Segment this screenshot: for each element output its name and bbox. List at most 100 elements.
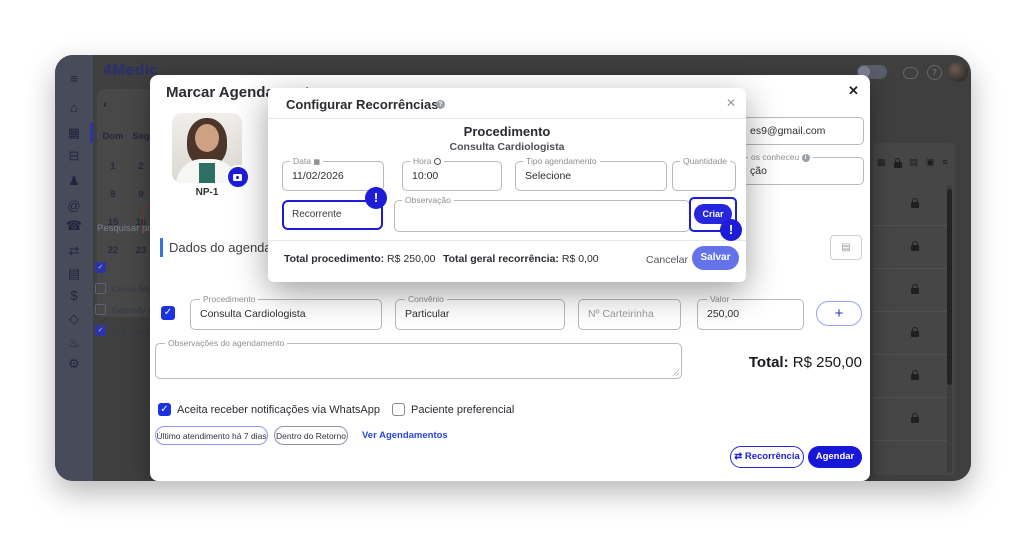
notes-textarea[interactable] [155, 343, 682, 379]
preferential-checkbox[interactable] [392, 403, 405, 416]
price-label: Valor [707, 294, 733, 304]
price-field[interactable]: 250,00 [697, 299, 804, 330]
package-icon[interactable]: ◇ [69, 311, 79, 326]
procedure-checkbox[interactable]: ✓ [161, 306, 175, 320]
calendar-day[interactable]: 22 [107, 245, 119, 256]
schedule-button[interactable]: Agendar [808, 446, 862, 468]
time-field[interactable]: 10:00 [402, 161, 502, 191]
weekday-label: Dom [102, 131, 124, 142]
card-number-field[interactable]: Nº Carteirinha [578, 299, 681, 330]
note-label: Observação [402, 195, 454, 205]
list-icon[interactable]: ≡ [942, 157, 948, 167]
calendar-day[interactable]: 23 [135, 245, 147, 256]
shuffle-icon[interactable]: ⇄ [68, 243, 80, 258]
total-amount: Total: R$ 250,00 [748, 354, 862, 371]
insurance-label: Convênio [405, 294, 447, 304]
professional-checkbox[interactable] [95, 283, 106, 294]
lock-icon[interactable] [911, 413, 919, 423]
phone-icon[interactable]: ☎ [65, 218, 83, 233]
clipboard-icon[interactable]: ▤ [67, 266, 81, 281]
professional-search-input[interactable]: Pesquisar profi [97, 223, 161, 234]
professional-checkbox[interactable]: ✓ [95, 325, 106, 336]
lock-icon[interactable] [911, 327, 919, 337]
whatsapp-checkbox[interactable]: ✓ [158, 403, 171, 416]
lock-icon[interactable] [911, 241, 919, 251]
recurrent-select[interactable]: Recorrente [282, 200, 383, 230]
car-icon[interactable]: ⊟ [68, 148, 80, 163]
lock-icon[interactable] [893, 158, 902, 168]
professional-row: Corine Mer [95, 278, 154, 299]
user-avatar[interactable] [948, 62, 968, 82]
calendar-day[interactable]: 2 [138, 161, 144, 172]
table-row[interactable] [873, 269, 949, 312]
quantity-label: Quantidade [680, 156, 730, 166]
lock-icon[interactable] [911, 370, 919, 380]
insurance-field[interactable]: Particular [395, 299, 565, 330]
professional-checkbox[interactable]: ✓ [95, 262, 106, 273]
alert-badge: ! [365, 187, 387, 209]
procedure-field[interactable]: Consulta Cardiologista [190, 299, 382, 330]
close-icon[interactable]: ✕ [848, 83, 859, 98]
camera-icon[interactable]: ▣ [926, 157, 935, 167]
section-accent-bar [160, 238, 163, 257]
view-appointments-link[interactable]: Ver Agendamentos [362, 430, 448, 441]
calendar-day[interactable]: 16 [135, 217, 147, 228]
table-rows [873, 183, 949, 441]
modal-procedure-title: Procedimento [463, 124, 551, 139]
at-icon[interactable]: @ [67, 198, 81, 213]
table-toolbar: ▦ ▤ ▣ ≡ [877, 157, 948, 168]
table-row[interactable] [873, 183, 949, 226]
add-procedure-button[interactable]: + [816, 301, 862, 326]
recurrence-button[interactable]: ⇄ Recorrência [730, 446, 804, 468]
camera-icon[interactable] [226, 165, 250, 189]
billing-icon[interactable]: $ [70, 288, 78, 303]
lock-icon[interactable] [911, 198, 919, 208]
create-button[interactable]: Criar [694, 204, 732, 224]
email-field[interactable]: es9@gmail.com [740, 117, 864, 145]
table-row[interactable] [873, 355, 949, 398]
menu-icon[interactable]: ≡ [70, 71, 78, 86]
close-icon[interactable]: ✕ [726, 96, 737, 110]
quantity-field[interactable] [672, 161, 736, 191]
calendar-back-icon[interactable]: ‹ [103, 97, 107, 111]
background-table: ▦ ▤ ▣ ≡ [873, 143, 955, 475]
lock-icon[interactable] [911, 284, 919, 294]
weekday-label: Seg [132, 131, 150, 142]
save-button[interactable]: Salvar [692, 246, 739, 270]
table-row[interactable] [873, 312, 949, 355]
info-icon: ? [436, 100, 445, 109]
cancel-button[interactable]: Cancelar [646, 254, 689, 266]
procedure-label: Procedimento [200, 294, 259, 304]
last-visit-chip[interactable]: Último atendimento há 7 dias [155, 426, 268, 445]
date-label: Data ▦ [290, 156, 323, 166]
table-row[interactable] [873, 226, 949, 269]
printer-icon[interactable]: ▤ [909, 157, 919, 167]
type-select[interactable]: Selecione [515, 161, 667, 191]
alert-badge: ! [720, 219, 742, 241]
calendar-icon[interactable]: ▦ [877, 157, 886, 167]
note-textarea[interactable] [394, 200, 690, 232]
divider [268, 118, 746, 119]
help-icon[interactable]: ? [927, 65, 942, 80]
return-window-chip[interactable]: Dentro do Retorno [274, 426, 348, 445]
archive-icon[interactable]: ▤ [830, 235, 862, 260]
chat-icon[interactable] [903, 67, 918, 79]
table-row[interactable] [873, 398, 949, 441]
whatsapp-label: Aceita receber notificações via WhatsApp [177, 404, 380, 416]
preferential-label: Paciente preferencial [411, 404, 515, 416]
calendar-day[interactable]: 1 [110, 161, 116, 172]
table-scrollbar[interactable] [947, 185, 952, 473]
date-field[interactable]: 11/02/2026 [282, 161, 384, 191]
professional-label: Dra. Yasmi [112, 325, 154, 336]
calendar-day[interactable]: 15 [107, 217, 119, 228]
home-icon[interactable]: ⌂ [70, 100, 78, 115]
support-icon[interactable]: ♨ [68, 335, 80, 350]
calendar-icon[interactable]: ▦ [55, 122, 93, 144]
calendar-day[interactable]: 9 [138, 189, 144, 200]
professional-checkbox[interactable] [95, 304, 106, 315]
settings-icon[interactable]: ⚙ [68, 356, 80, 371]
patient-photo-label: NP-1 [195, 187, 219, 198]
person-icon[interactable]: ♟ [68, 173, 80, 188]
calendar-day[interactable]: 8 [110, 189, 116, 200]
